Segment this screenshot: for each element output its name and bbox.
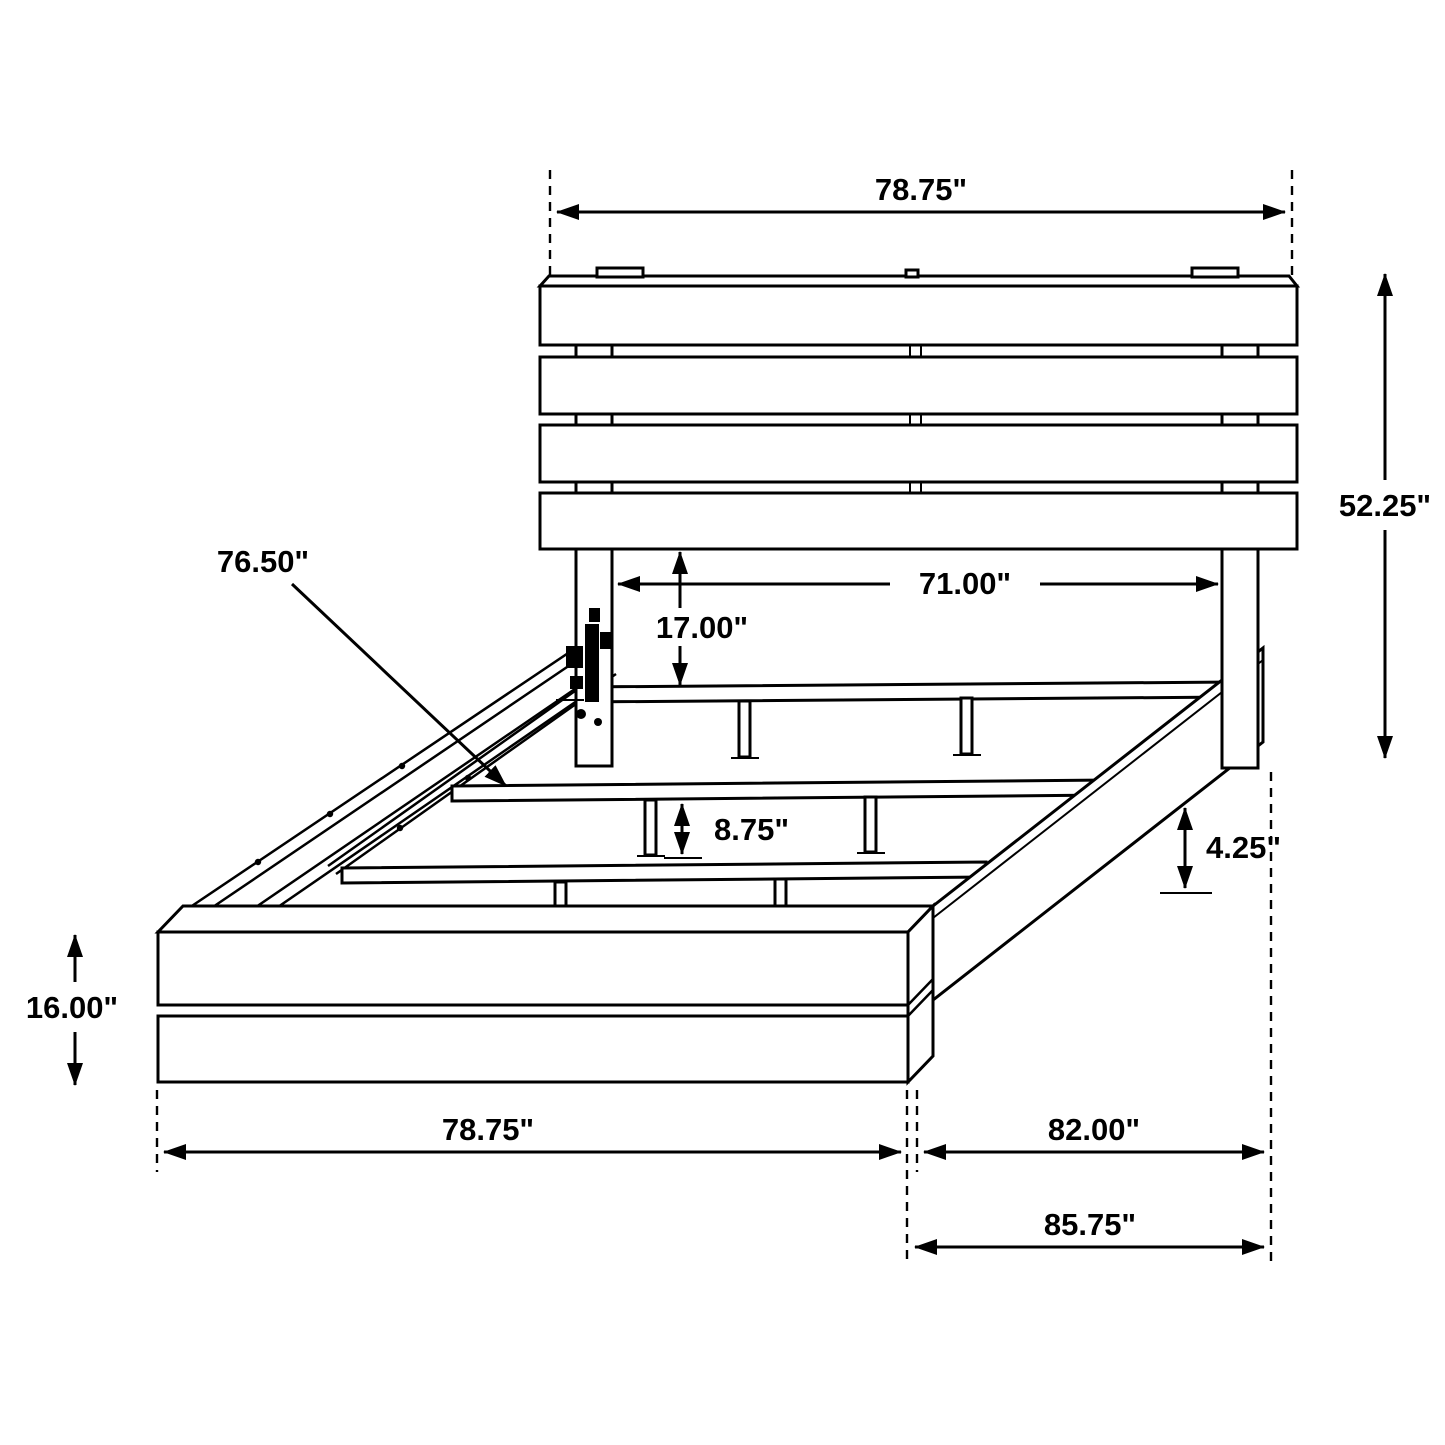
dim-label-headboard-height: 52.25" — [1339, 488, 1431, 523]
dim-inner-width: 71.00" — [617, 566, 1219, 601]
dim-label-slat-length: 76.50" — [217, 544, 309, 579]
side-rail-near-edges — [167, 631, 605, 934]
screw-dot — [254, 858, 262, 866]
headboard-plank-1 — [538, 284, 1299, 347]
headboard-right-post-lower — [1220, 547, 1260, 770]
dim-label-overall-length: 85.75" — [1044, 1207, 1136, 1242]
dim-footboard-height: 16.00" — [26, 934, 118, 1086]
dim-label-headboard-clearance: 17.00" — [656, 610, 748, 645]
slat-support-leg — [737, 699, 752, 759]
cross-slat-rear — [576, 680, 1236, 704]
headboard-top-pad-center — [904, 268, 920, 279]
dim-label-footboard-height: 16.00" — [26, 990, 118, 1025]
dim-label-inner-width: 71.00" — [919, 566, 1011, 601]
side-rail-far — [931, 644, 1265, 1004]
slat-support-leg — [643, 798, 658, 857]
dim-label-footboard-width: 78.75" — [442, 1112, 534, 1147]
cross-slat-middle — [450, 778, 1110, 803]
extension-line — [155, 1090, 919, 1265]
footboard — [154, 902, 937, 1086]
headboard-plank-3 — [538, 423, 1299, 484]
dim-headboard-height: 52.25" — [1339, 273, 1431, 759]
mounting-bracket — [556, 608, 612, 726]
dim-rail-clearance: 4.25" — [1160, 807, 1281, 894]
dim-overall-length: 85.75" — [914, 1207, 1265, 1255]
headboard-plank-2 — [538, 355, 1299, 416]
dimensions: 78.75" 52.25" 71.00" 17.00" 76.50" — [26, 170, 1431, 1265]
headboard-top-pad-right — [1190, 266, 1240, 279]
left-post-front — [556, 547, 614, 768]
footboard-end-gap-lines — [907, 978, 934, 1017]
side-rail-top-edge — [932, 659, 1264, 919]
dim-slat-length: 76.50" — [217, 544, 508, 788]
dim-footboard-width: 78.75" — [155, 1090, 919, 1265]
footboard-plank-top — [156, 930, 910, 1007]
dim-headboard-clearance: 17.00" — [656, 551, 748, 686]
dim-label-support-height: 8.75" — [714, 812, 789, 847]
dim-support-height: 8.75" — [664, 803, 789, 859]
footboard-top-surface — [154, 904, 937, 934]
slat-support-leg — [959, 696, 974, 756]
extension-line — [548, 170, 1294, 282]
dim-label-rail-clearance: 4.25" — [1206, 830, 1281, 865]
headboard-plank-4 — [538, 491, 1299, 551]
cross-slat-front — [340, 860, 988, 885]
dim-headboard-width: 78.75" — [548, 170, 1294, 282]
footboard-plank-bottom — [156, 1014, 910, 1084]
screw-dot — [464, 774, 472, 782]
headboard-top-pad-left — [595, 266, 645, 279]
slat-mount-rail-edges — [327, 684, 591, 876]
screw-dot — [398, 762, 406, 770]
slat-support-leg — [863, 795, 878, 854]
side-rail-board — [931, 644, 1265, 1004]
leader-arrow — [290, 582, 508, 788]
dim-label-inner-length: 82.00" — [1048, 1112, 1140, 1147]
screw-dot — [326, 810, 334, 818]
plank-gap-cleats — [909, 345, 922, 493]
screw-dot — [396, 824, 404, 832]
dim-label-top-width: 78.75" — [875, 172, 967, 207]
dim-inner-length: 82.00" — [923, 772, 1273, 1265]
